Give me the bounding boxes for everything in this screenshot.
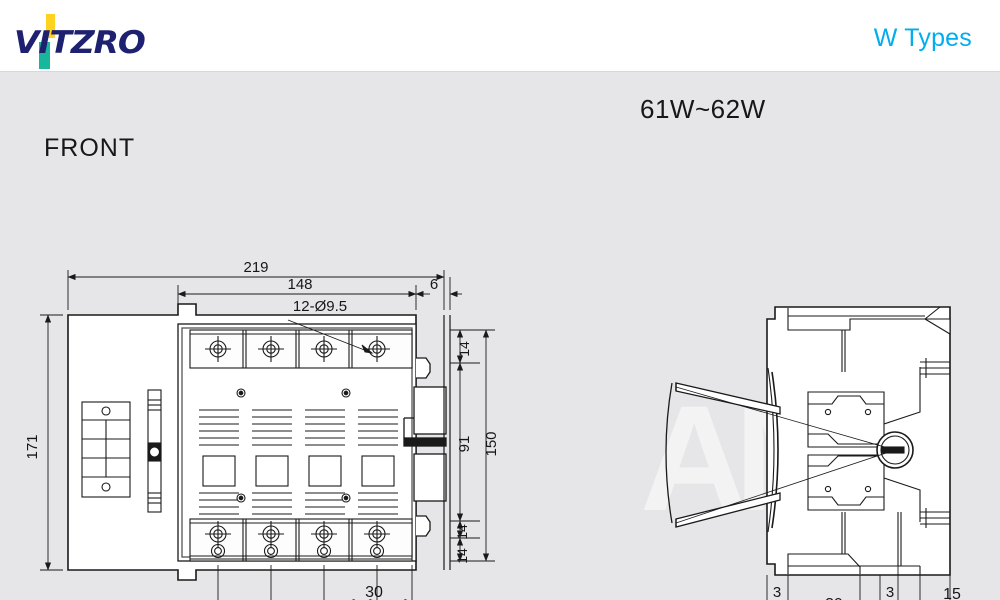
dim-150: 150 (483, 431, 500, 456)
side-dim-39: 39 (825, 596, 843, 600)
dim-148: 148 (287, 276, 312, 293)
series-title: W Types (873, 24, 972, 52)
dim-14-top: 14 (456, 341, 472, 357)
logo-accent-bottom-icon (39, 42, 50, 69)
front-dimension-lines (40, 270, 495, 600)
front-top-mounting-holes (205, 336, 390, 362)
side-dim-15: 15 (943, 586, 961, 600)
front-pole-bodies (199, 409, 398, 515)
front-right-flange (443, 315, 451, 570)
side-dimension-lines (766, 566, 951, 600)
dim-30: 30 (365, 584, 383, 600)
side-dim-3-right: 3 (886, 584, 894, 600)
side-dim-3-left: 3 (773, 584, 781, 600)
side-view-projection-lines (675, 386, 896, 524)
technical-drawing: 219 148 6 12-Ø9.5 171 14 91 150 14 14 3 3… (24, 259, 961, 600)
front-bottom-mounting-holes (205, 521, 390, 559)
front-nameplate (81, 401, 131, 498)
dim-14-mid: 14 (454, 524, 470, 540)
front-hole-callout-leader (284, 314, 374, 354)
page-header: VITZRO W Types (0, 0, 1000, 72)
dim-91: 91 (456, 436, 473, 453)
dim-6: 6 (430, 276, 438, 293)
dim-14-bottom: 14 (454, 548, 470, 564)
hole-callout: 12-Ø9.5 (293, 298, 347, 315)
front-view-label: FRONT (44, 134, 136, 162)
front-slide-bar (147, 389, 162, 513)
dim-219: 219 (243, 259, 268, 276)
front-center-rivets (236, 388, 351, 503)
drawing-stage: AM AM 61W~62W FRONT (0, 72, 1000, 600)
logo-wordmark: VITZRO (14, 25, 146, 61)
model-title: 61W~62W (640, 94, 766, 124)
side-view-lever-arm (665, 382, 781, 528)
dim-171: 171 (24, 434, 41, 459)
vitzro-logo[interactable]: VITZRO (8, 12, 208, 69)
front-right-bracket (403, 357, 447, 537)
logo-accent-top-icon (46, 14, 55, 38)
